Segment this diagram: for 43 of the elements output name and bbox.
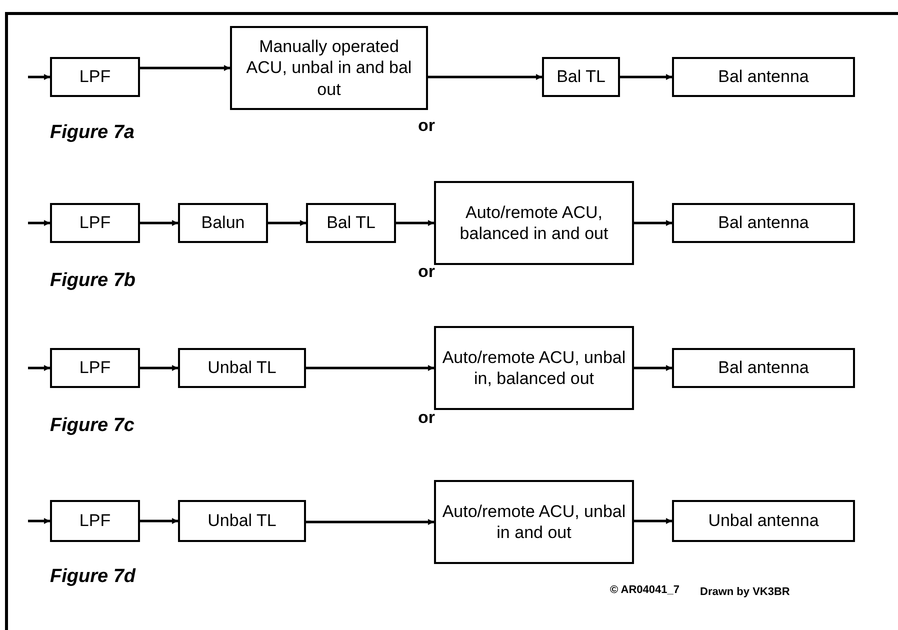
block-box: Auto/remote ACU, unbal in and out bbox=[434, 480, 634, 564]
arrow bbox=[306, 365, 434, 371]
block-box: Unbal TL bbox=[178, 348, 306, 388]
block-box: LPF bbox=[50, 500, 140, 542]
or-label: or bbox=[418, 116, 435, 136]
block-box: Balun bbox=[178, 203, 268, 243]
block-box: LPF bbox=[50, 348, 140, 388]
arrow bbox=[140, 65, 230, 71]
credit-text: Drawn by VK3BR bbox=[700, 586, 790, 598]
arrow bbox=[396, 220, 434, 226]
arrow bbox=[28, 365, 50, 371]
arrow bbox=[634, 220, 672, 226]
arrow bbox=[620, 74, 672, 80]
credit-text: © AR04041_7 bbox=[610, 584, 680, 596]
or-label: or bbox=[418, 262, 435, 282]
figure-label: Figure 7b bbox=[50, 270, 136, 292]
figure-label: Figure 7a bbox=[50, 122, 134, 144]
or-label: or bbox=[418, 408, 435, 428]
arrow bbox=[634, 365, 672, 371]
arrow bbox=[28, 518, 50, 524]
arrow bbox=[28, 74, 50, 80]
arrow bbox=[140, 518, 178, 524]
block-box: Bal TL bbox=[306, 203, 396, 243]
arrow bbox=[268, 220, 306, 226]
arrow bbox=[140, 220, 178, 226]
block-box: Manually operated ACU, unbal in and bal out bbox=[230, 26, 428, 110]
arrow bbox=[28, 220, 50, 226]
block-box: Unbal antenna bbox=[672, 500, 855, 542]
block-box: Bal TL bbox=[542, 57, 620, 97]
block-box: Auto/remote ACU, unbal in, balanced out bbox=[434, 326, 634, 410]
block-box: Bal antenna bbox=[672, 348, 855, 388]
block-box: Unbal TL bbox=[178, 500, 306, 542]
block-box: Bal antenna bbox=[672, 57, 855, 97]
block-box: LPF bbox=[50, 203, 140, 243]
arrow bbox=[140, 365, 178, 371]
arrow bbox=[634, 518, 672, 524]
block-box: LPF bbox=[50, 57, 140, 97]
figure-label: Figure 7c bbox=[50, 415, 134, 437]
block-box: Bal antenna bbox=[672, 203, 855, 243]
block-box: Auto/remote ACU, balanced in and out bbox=[434, 181, 634, 265]
arrow bbox=[306, 519, 434, 525]
figure-label: Figure 7d bbox=[50, 566, 136, 588]
arrow bbox=[428, 74, 542, 80]
